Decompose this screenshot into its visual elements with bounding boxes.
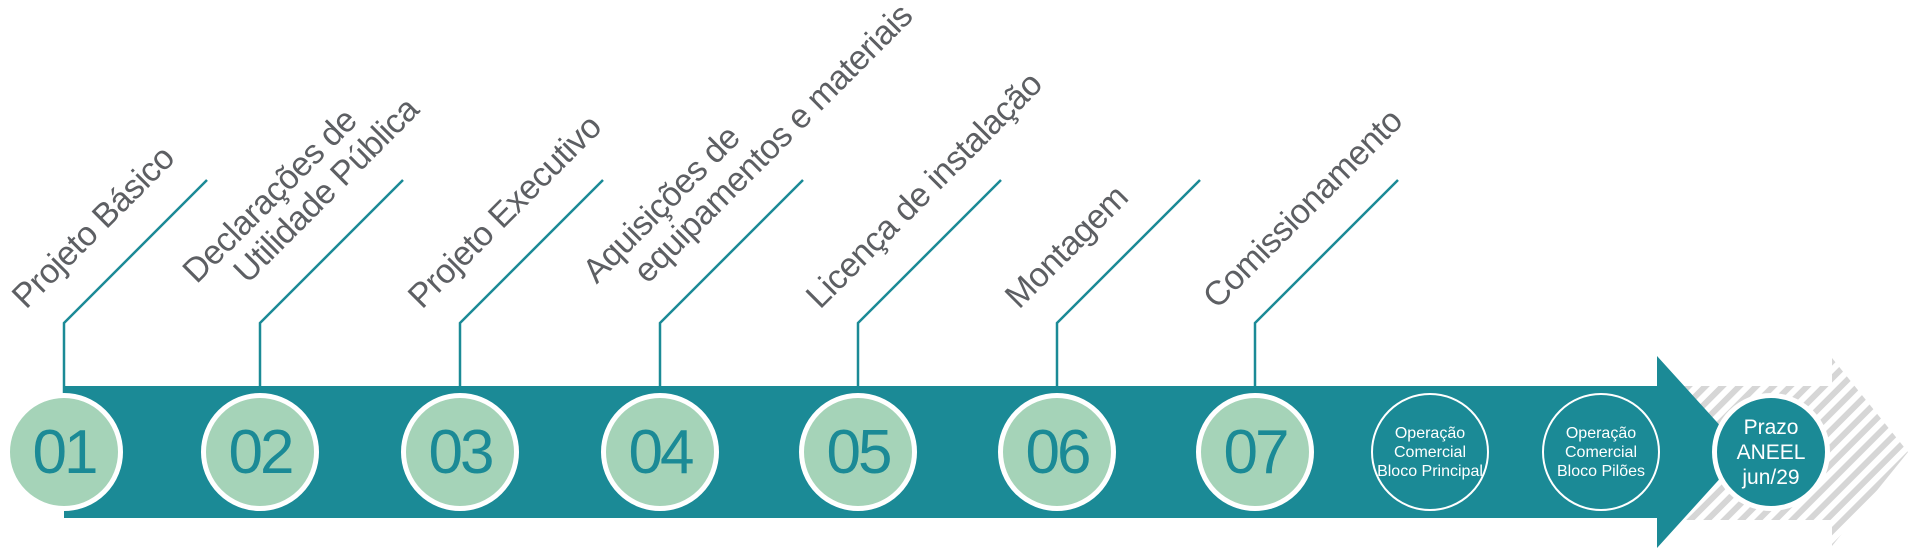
step-connector (62, 179, 208, 402)
step-connector (258, 179, 404, 402)
step-connector (1253, 179, 1399, 402)
step-number: 02 (228, 417, 295, 487)
deadline-text: jun/29 (1742, 465, 1800, 489)
step-number-circle: 02 (201, 393, 319, 511)
step-number-circle: 07 (1196, 393, 1314, 511)
step-connector (1055, 179, 1201, 402)
milestone-text: Bloco Pilões (1556, 462, 1646, 480)
step-connector (856, 179, 1002, 402)
step-number-circle: 06 (998, 393, 1116, 511)
step-number: 05 (826, 417, 893, 487)
step-number: 04 (628, 417, 695, 487)
step-connector (658, 179, 804, 402)
step-number: 03 (428, 417, 495, 487)
step-connector (458, 179, 604, 402)
milestone-text: Comercial (1564, 443, 1637, 461)
step-number: 01 (32, 417, 99, 487)
step-number: 06 (1025, 417, 1092, 487)
milestone-text: Operação (1394, 424, 1466, 442)
step-number-circle: 01 (5, 393, 123, 511)
milestone-text: Operação (1565, 424, 1637, 442)
step-number-circle: 03 (401, 393, 519, 511)
milestone-text: Comercial (1393, 443, 1466, 461)
deadline-text: Prazo (1743, 415, 1799, 439)
step-number: 07 (1223, 417, 1290, 487)
step-number-circle: 04 (601, 393, 719, 511)
label-connectors (62, 179, 1399, 402)
step-number-circle: 05 (799, 393, 917, 511)
deadline-text: ANEEL (1736, 440, 1806, 464)
milestone-text: Bloco Principal (1377, 462, 1483, 480)
